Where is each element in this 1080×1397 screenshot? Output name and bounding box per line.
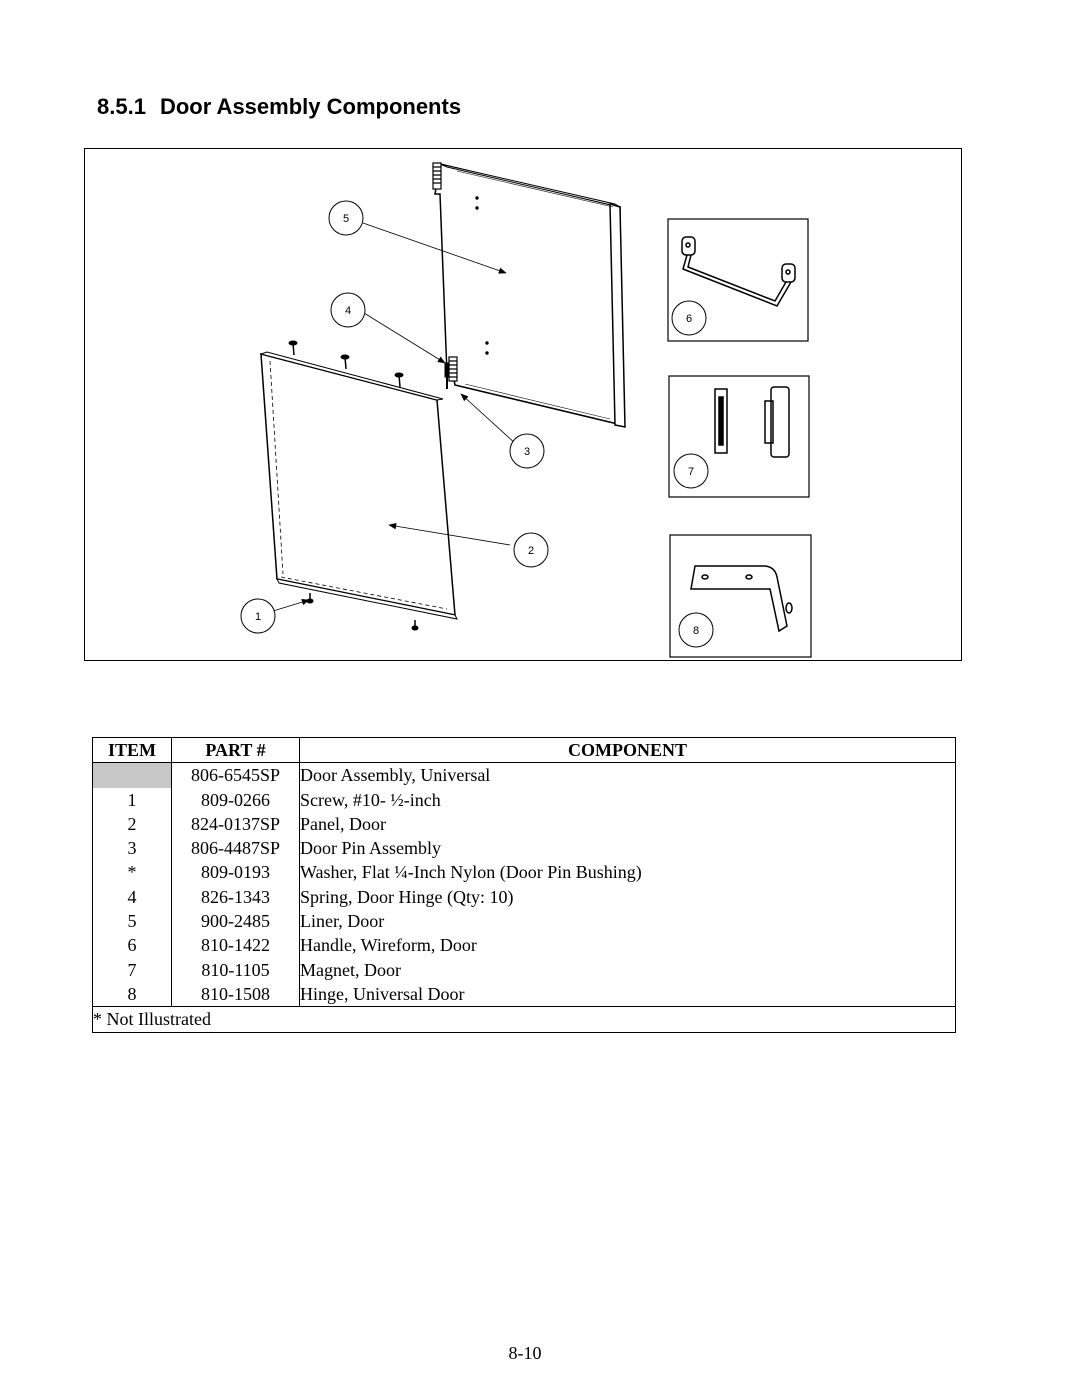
svg-text:8: 8 [693, 625, 699, 637]
section-heading: 8.5.1 Door Assembly Components [97, 94, 461, 120]
callout-4: 4 [330, 292, 366, 328]
page-number: 8-10 [508, 1343, 542, 1363]
part-cell: 806-6545SP [171, 762, 300, 788]
item-cell [92, 762, 172, 788]
part-cell: 810-1105 [171, 957, 300, 982]
exploded-view-drawing: 5 4 3 2 1 6 7 [240, 162, 812, 658]
table-row: 3 806-4487SP Door Pin Assembly [92, 836, 956, 861]
component-cell: Panel, Door [299, 811, 956, 837]
svg-text:4: 4 [345, 305, 351, 317]
universal-door-hinge-icon [690, 565, 793, 633]
door-liner-icon [434, 163, 626, 428]
door-panel-icon [259, 351, 458, 620]
table-row: 2 824-0137SP Panel, Door [92, 811, 956, 837]
item-cell: 2 [92, 811, 172, 837]
table-row: 806-6545SP Door Assembly, Universal [92, 762, 956, 788]
item-cell: 1 [92, 787, 172, 812]
part-cell: 809-0266 [171, 787, 300, 812]
footnote: * Not Illustrated [92, 1006, 956, 1033]
svg-text:5: 5 [343, 213, 349, 225]
section-number: 8.5.1 [97, 94, 146, 119]
part-cell: 809-0193 [171, 860, 300, 885]
table-row: 7 810-1105 Magnet, Door [92, 957, 956, 982]
parts-table: ITEM PART # COMPONENT 806-6545SP Door As… [92, 736, 956, 1033]
item-cell: * [92, 860, 172, 885]
door-magnet-icon [714, 386, 790, 458]
table-row: 4 826-1343 Spring, Door Hinge (Qty: 10) [92, 884, 956, 910]
part-cell: 826-1343 [171, 884, 300, 910]
hinge-inset: 8 [669, 534, 812, 658]
callouts: 5 4 3 2 1 [240, 200, 549, 634]
component-cell: Magnet, Door [299, 957, 956, 982]
callout-5: 5 [328, 200, 364, 236]
item-cell: 3 [92, 836, 172, 861]
part-cell: 806-4487SP [171, 836, 300, 861]
callout-7: 7 [673, 453, 709, 489]
component-cell: Liner, Door [299, 909, 956, 934]
item-cell: 5 [92, 909, 172, 934]
wireform-handle-icon [681, 236, 796, 307]
callout-6: 6 [671, 300, 707, 336]
screw-icon [288, 340, 419, 631]
component-cell: Screw, #10- ½-inch [299, 787, 956, 812]
item-cell: 8 [92, 981, 172, 1008]
section-title: Door Assembly Components [159, 94, 462, 119]
callout-8: 8 [678, 612, 714, 648]
door-pin-icon [444, 362, 450, 389]
component-cell: Door Pin Assembly [299, 836, 956, 861]
component-cell: Handle, Wireform, Door [299, 933, 956, 958]
callout-2: 2 [513, 532, 549, 568]
part-column-header: PART # [171, 736, 300, 764]
callout-3: 3 [509, 433, 545, 469]
svg-text:3: 3 [524, 446, 530, 458]
part-cell: 810-1422 [171, 933, 300, 958]
item-cell: 7 [92, 957, 172, 982]
table-row: 8 810-1508 Hinge, Universal Door [92, 981, 956, 1008]
table-header-row: ITEM PART # COMPONENT [92, 736, 956, 764]
part-cell: 824-0137SP [171, 811, 300, 837]
item-column-header: ITEM [92, 736, 172, 764]
component-cell: Hinge, Universal Door [299, 981, 956, 1008]
svg-text:7: 7 [688, 466, 694, 478]
component-cell: Washer, Flat ¼-Inch Nylon (Door Pin Bush… [299, 860, 956, 885]
part-cell: 900-2485 [171, 909, 300, 934]
table-row: * 809-0193 Washer, Flat ¼-Inch Nylon (Do… [92, 860, 956, 885]
table-row: 6 810-1422 Handle, Wireform, Door [92, 933, 956, 958]
svg-text:6: 6 [686, 313, 692, 325]
handle-inset: 6 [667, 218, 809, 342]
svg-text:2: 2 [528, 545, 534, 557]
table-row: 5 900-2485 Liner, Door [92, 909, 956, 934]
table-row: 1 809-0266 Screw, #10- ½-inch [92, 787, 956, 812]
component-cell: Door Assembly, Universal [299, 762, 956, 788]
svg-text:1: 1 [255, 611, 261, 623]
item-cell: 4 [92, 884, 172, 910]
callout-1: 1 [240, 598, 276, 634]
footnote-row: * Not Illustrated [92, 1006, 956, 1033]
component-cell: Spring, Door Hinge (Qty: 10) [299, 884, 956, 910]
part-cell: 810-1508 [171, 981, 300, 1008]
exploded-view-figure: 5 4 3 2 1 6 7 [84, 148, 962, 661]
magnet-inset: 7 [668, 375, 810, 498]
leader-lines [272, 222, 518, 612]
component-column-header: COMPONENT [299, 736, 956, 764]
item-cell: 6 [92, 933, 172, 958]
